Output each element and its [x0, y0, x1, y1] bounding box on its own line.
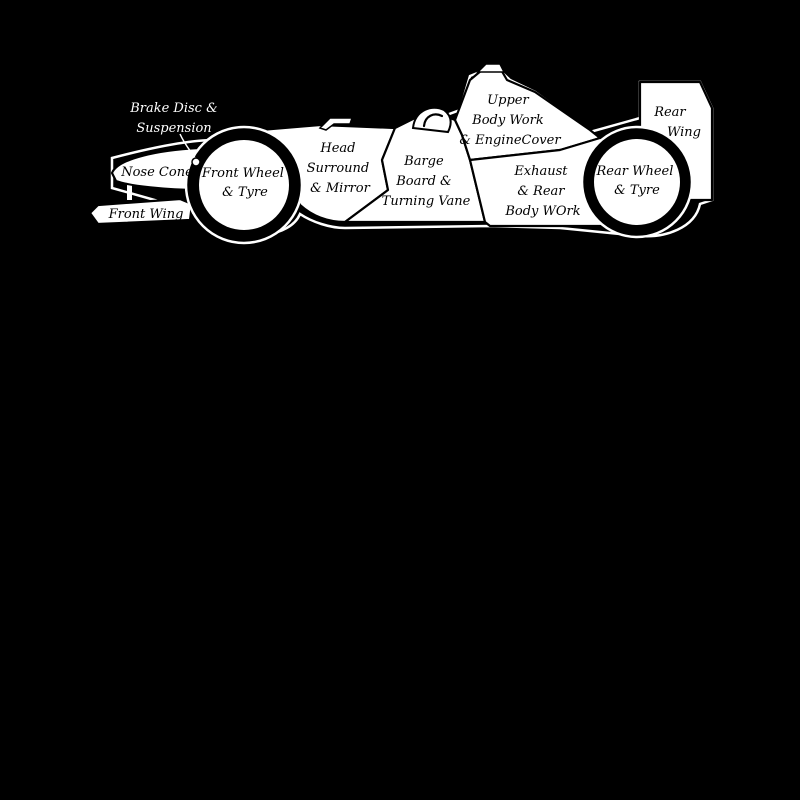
- brake-disc-icon: [191, 157, 201, 167]
- front-wheel-label: Front Wheel & Tyre: [201, 166, 288, 200]
- helmet-visor: [422, 113, 444, 128]
- front-wheel[interactable]: [184, 125, 304, 245]
- upper-bodywork-label: Upper Body Work & EngineCover: [459, 93, 561, 148]
- wing-strut: [127, 180, 132, 200]
- mirror-icon: [318, 117, 354, 131]
- nose-cone-label: Nose Cone: [120, 165, 193, 180]
- rear-wheel-label: Rear Wheel & Tyre: [596, 164, 678, 198]
- air-intake: [476, 63, 506, 73]
- rear-wheel[interactable]: [580, 125, 694, 239]
- helmet-icon: [411, 106, 452, 134]
- front-wing-label: Front Wing: [108, 207, 184, 222]
- rear-wing-label: Rear Wing: [653, 105, 701, 140]
- head-surround-label: Head Surround & Mirror: [307, 141, 374, 196]
- exhaust-label: Exhaust & Rear Body WOrk: [504, 164, 580, 219]
- barge-board-label: Barge Board & Turning Vane: [382, 154, 471, 209]
- brake-disc-leader-line: [179, 133, 196, 159]
- brake-disc-label: Brake Disc & Suspension: [129, 101, 222, 136]
